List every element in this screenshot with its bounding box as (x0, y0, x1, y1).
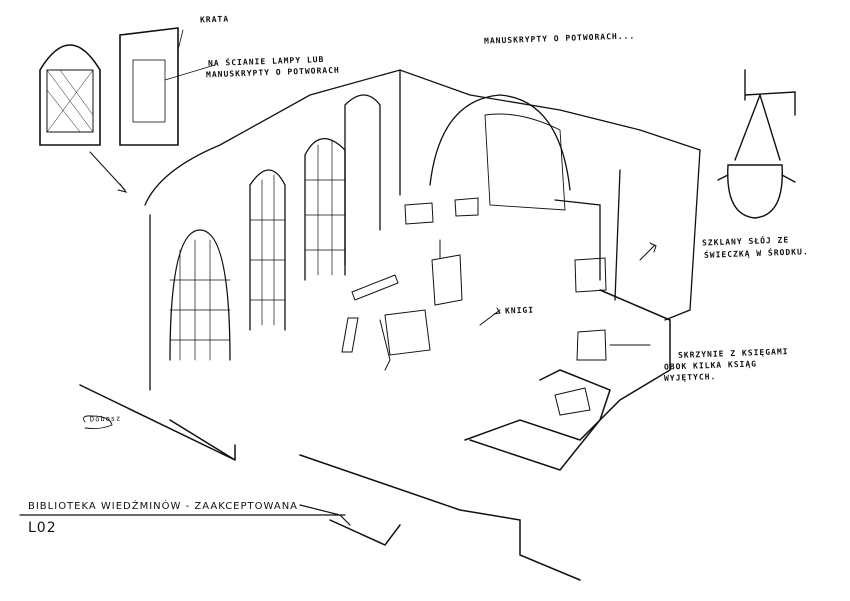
title-underline (19, 504, 351, 526)
artist-signature: Dobosz (89, 414, 122, 424)
furniture (341, 197, 657, 416)
hanging-jar-sketch (717, 69, 796, 219)
note-grate: KRATA (199, 14, 230, 25)
drawing-code: L02 (28, 520, 57, 536)
floor (79, 289, 671, 581)
door-detail-sketch (39, 27, 216, 193)
barred-windows (169, 139, 346, 361)
walls (144, 69, 701, 391)
note-books: KNIGI (504, 305, 535, 316)
drawing-title: BIBLIOTEKA WIEDŹMINÓW - ZAAKCEPTOWANA (28, 501, 299, 512)
signature-mark (83, 415, 113, 430)
note-chests-3: WYJĘTYCH. (663, 372, 717, 383)
